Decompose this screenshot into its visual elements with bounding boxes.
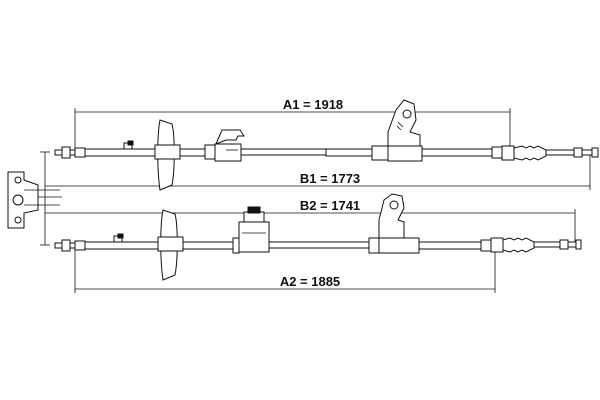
dimension-b1-label: B1 = 1773 (300, 171, 360, 186)
dimension-b1: B1 = 1773 (45, 155, 591, 190)
lower-cable (54, 193, 582, 281)
dimension-a2-label: A2 = 1885 (280, 274, 340, 289)
equalizer-bracket (7, 151, 62, 246)
dimension-a1-label: A1 = 1918 (283, 97, 343, 112)
dimension-a1: A1 = 1918 (74, 97, 511, 152)
dimension-b2: B2 = 1741 (45, 198, 576, 245)
dimension-a2: A2 = 1885 (74, 245, 496, 293)
dimension-b2-label: B2 = 1741 (300, 198, 360, 213)
upper-cable (54, 99, 599, 191)
